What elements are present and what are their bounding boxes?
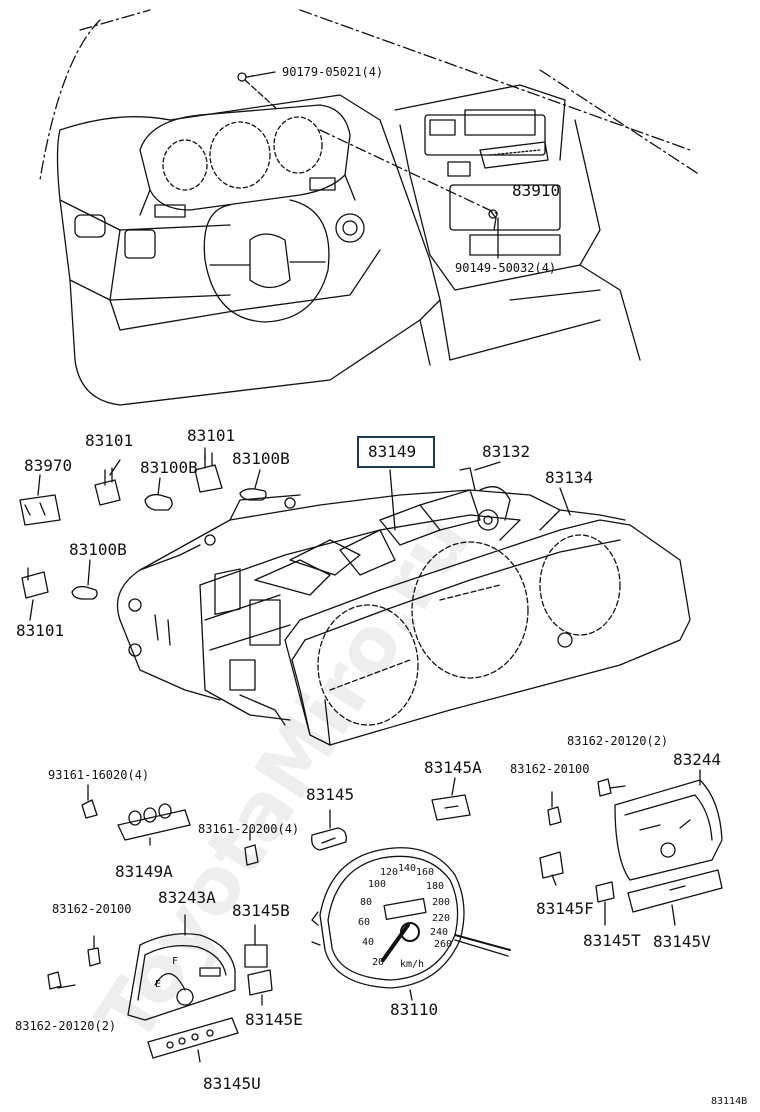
speedo-tick-20: 20 xyxy=(372,957,385,968)
highlighted-part-box xyxy=(357,436,435,468)
label-83244: 83244 xyxy=(673,750,722,769)
label-83161-20200: 83161-20200(4) xyxy=(198,822,300,836)
label-83145b: 83145B xyxy=(232,901,290,920)
label-83162-20120-bottom: 83162-20120(2) xyxy=(15,1019,117,1033)
speedo-tick-140: 140 xyxy=(398,863,417,874)
label-83101-a: 83101 xyxy=(85,431,134,450)
label-83145e: 83145E xyxy=(245,1010,303,1029)
speedo-tick-180: 180 xyxy=(426,881,445,892)
label-83101-b: 83101 xyxy=(187,426,236,445)
label-83162-20100-left: 83162-20100 xyxy=(52,902,132,916)
label-83149: 83149 xyxy=(368,442,417,461)
figure-number: 83114B xyxy=(711,1096,748,1107)
label-83145v: 83145V xyxy=(653,932,711,951)
speedo-tick-100: 100 xyxy=(368,879,387,890)
label-83910: 83910 xyxy=(512,181,561,200)
label-83970: 83970 xyxy=(24,456,73,475)
label-83145: 83145 xyxy=(306,785,355,804)
speedo-unit: km/h xyxy=(400,959,425,970)
speedo-tick-260: 260 xyxy=(434,939,453,950)
label-83134: 83134 xyxy=(545,468,594,487)
speedo-tick-240: 240 xyxy=(430,927,449,938)
label-83162-20120-top: 83162-20120(2) xyxy=(567,734,669,748)
speedo-tick-220: 220 xyxy=(432,913,451,924)
label-83100b-c: 83100B xyxy=(69,540,127,559)
label-83243a: 83243A xyxy=(158,888,216,907)
label-83110: 83110 xyxy=(390,1000,439,1019)
speedo-tick-120: 120 xyxy=(380,867,399,878)
cluster-drawing xyxy=(19,447,691,746)
label-83100b-b: 83100B xyxy=(232,449,290,468)
label-83145f: 83145F xyxy=(536,899,594,918)
label-90149-50032: 90149-50032(4) xyxy=(455,261,557,275)
label-83145t: 83145T xyxy=(583,931,641,950)
speedo-tick-40: 40 xyxy=(362,937,375,948)
speedo-tick-80: 80 xyxy=(360,897,373,908)
label-83149a: 83149A xyxy=(115,862,173,881)
speedo-tick-60: 60 xyxy=(358,917,371,928)
speedo-tick-160: 160 xyxy=(416,867,435,878)
dashboard-drawing xyxy=(39,9,701,406)
label-83101-c: 83101 xyxy=(16,621,65,640)
speedo-tick-200: 200 xyxy=(432,897,451,908)
label-83145u: 83145U xyxy=(203,1074,261,1093)
label-83162-20100-right: 83162-20100 xyxy=(510,762,590,776)
label-83145a: 83145A xyxy=(424,758,482,777)
label-90179-05021: 90179-05021(4) xyxy=(282,65,384,79)
label-83100b-a: 83100B xyxy=(140,458,198,477)
lower-parts-drawing xyxy=(47,769,723,1063)
gauge-full-mark: F xyxy=(172,956,179,967)
gauge-empty-mark: E xyxy=(155,979,162,990)
label-93161-16020: 93161-16020(4) xyxy=(48,768,150,782)
label-83132: 83132 xyxy=(482,442,531,461)
